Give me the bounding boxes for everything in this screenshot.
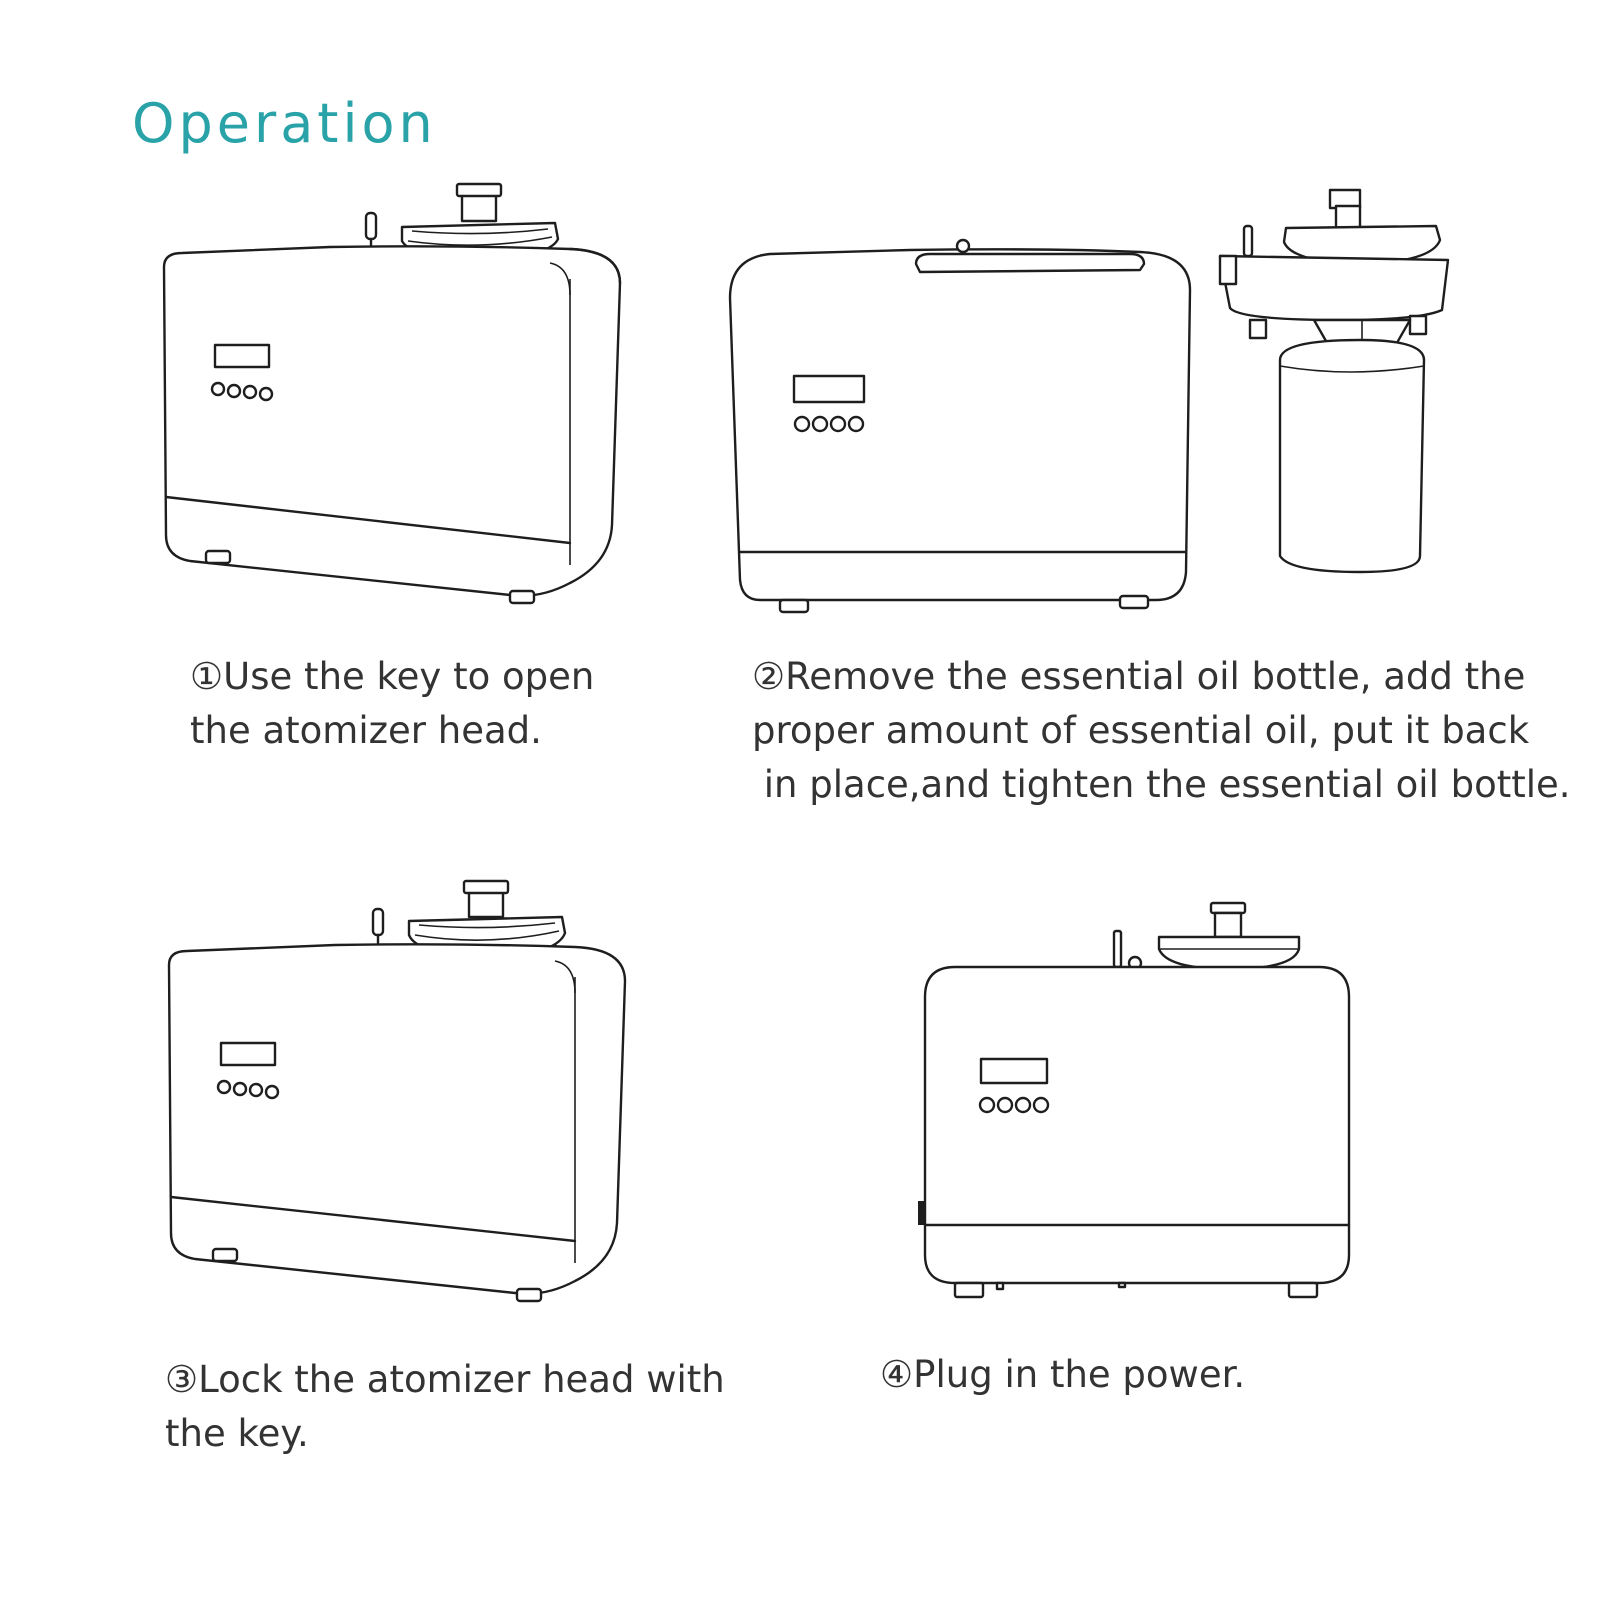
step-1-illustration: [150, 175, 650, 625]
control-buttons: [210, 381, 274, 402]
display-window: [792, 374, 866, 404]
caption-line: the atomizer head.: [190, 709, 542, 752]
caption-line: ④Plug in the power.: [880, 1353, 1246, 1396]
diffuser-perspective-drawing: [162, 182, 622, 605]
caption-line: in place,and tighten the essential oil b…: [752, 763, 1571, 806]
step-4-caption: ④Plug in the power.: [880, 1348, 1245, 1402]
display-window: [213, 343, 271, 369]
page-title: Operation: [132, 92, 437, 155]
step-2-caption: ②Remove the essential oil bottle, add th…: [752, 650, 1571, 812]
control-buttons: [216, 1079, 280, 1100]
atomizer-head-removed: [1218, 188, 1450, 350]
atomizer-head: [1157, 901, 1301, 971]
diffuser-with-bottle-removed-drawing: [728, 188, 1450, 614]
caption-line: the key.: [165, 1412, 309, 1455]
step-2-illustration: [720, 180, 1480, 620]
caption-line: proper amount of essential oil, put it b…: [752, 709, 1530, 752]
caption-line: ③Lock the atomizer head with: [165, 1358, 725, 1401]
step-number: ③: [165, 1358, 199, 1401]
step-4-illustration: [915, 895, 1375, 1315]
step-1-caption: ①Use the key to open the atomizer head.: [190, 650, 594, 758]
control-buttons: [793, 415, 865, 433]
essential-oil-bottle: [1278, 338, 1426, 574]
step-number: ①: [190, 655, 224, 698]
diffuser-front-view-drawing: [918, 901, 1351, 1299]
step-number: ④: [880, 1353, 914, 1396]
step-3-caption: ③Lock the atomizer head with the key.: [165, 1353, 725, 1461]
step-number: ②: [752, 655, 786, 698]
caption-line: ①Use the key to open: [190, 655, 595, 698]
key-icon: [1112, 929, 1143, 971]
control-buttons: [978, 1096, 1050, 1114]
diffuser-locked-drawing: [167, 879, 627, 1303]
caption-line: ②Remove the essential oil bottle, add th…: [752, 655, 1526, 698]
step-3-illustration: [155, 875, 655, 1325]
display-window: [979, 1057, 1049, 1085]
display-window: [219, 1041, 277, 1067]
